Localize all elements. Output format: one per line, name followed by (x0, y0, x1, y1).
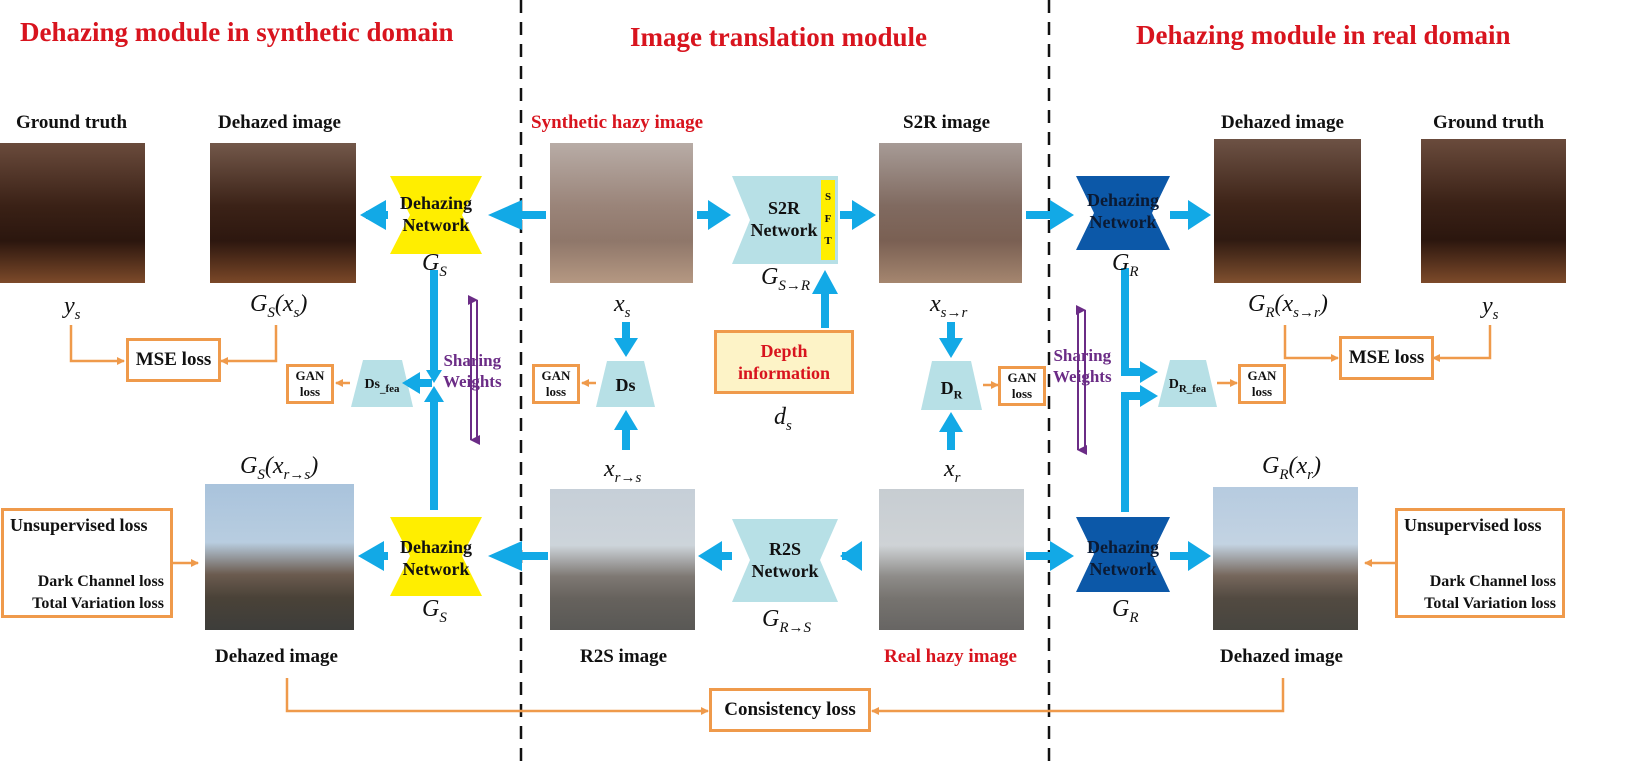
label-sharing-weights-left: Sharing Weights (443, 351, 502, 391)
label-dehazed-bottom-right: Dehazed image (1220, 646, 1343, 667)
label-s2r-network: S2R Network (750, 198, 818, 240)
r2s-image (550, 489, 695, 630)
label-dehazing-network-br: Dehazing Network (1087, 537, 1159, 579)
ground-truth-image-left (0, 143, 145, 283)
dehazing-network-bottom-right (1076, 517, 1170, 592)
label-ground-truth-right: Ground truth (1433, 112, 1545, 133)
math-ys-left: ys (64, 293, 81, 323)
label-dr-fea: DR_fea (1168, 377, 1207, 395)
math-ds: ds (774, 404, 792, 434)
mse-loss-left: MSE loss (126, 338, 221, 382)
total-variation-left: Total Variation loss (32, 595, 164, 612)
sft-block (821, 180, 835, 260)
section-title-translation: Image translation module (630, 22, 927, 52)
unsupervised-title-right: Unsupervised loss (1404, 515, 1542, 535)
dark-channel-right: Dark Channel loss (1429, 573, 1556, 590)
ground-truth-image-right (1421, 139, 1566, 283)
mse-loss-right: MSE loss (1339, 336, 1434, 380)
label-dr: DR (940, 378, 963, 402)
dehazing-network-bottom-left (390, 517, 482, 596)
depth-information-box: Depth information (714, 330, 854, 394)
math-gr-xr: GR(xr) (1262, 453, 1322, 483)
math-grs: GR→S (762, 606, 812, 636)
label-ds: Ds (615, 375, 636, 395)
s2r-image (879, 143, 1022, 283)
label-ground-truth-left: Ground truth (16, 112, 128, 133)
dehazing-network-top-right (1076, 176, 1170, 250)
unsupervised-loss-left: Unsupervised loss Dark Channel loss Tota… (1, 508, 173, 618)
math-gs-bottom: GS (422, 596, 447, 626)
label-real-hazy: Real hazy image (884, 646, 1017, 667)
gan-loss-dr: GAN loss (998, 366, 1046, 406)
unsupervised-loss-right: Unsupervised loss Dark Channel loss Tota… (1395, 508, 1565, 618)
discriminator-ds (596, 361, 655, 407)
section-title-real: Dehazing module in real domain (1136, 20, 1511, 50)
total-variation-right: Total Variation loss (1424, 595, 1556, 612)
gan-loss-ds-fea: GAN loss (286, 364, 334, 404)
consistency-loss-box: Consistency loss (709, 688, 871, 732)
label-s2r-image: S2R image (903, 112, 991, 133)
label-r2s-network: R2S Network (751, 539, 819, 581)
label-dehazed-top-left: Dehazed image (218, 112, 341, 133)
label-synthetic-hazy: Synthetic hazy image (531, 112, 704, 133)
label-dehazing-network-bl: Dehazing Network (400, 537, 472, 579)
discriminator-dr (921, 361, 982, 410)
math-xr: xr (944, 456, 961, 486)
dehazed-image-bottom-left (205, 484, 354, 630)
math-gs-xrs: GS(xr→s) (240, 453, 319, 483)
math-gr-top: GR (1112, 250, 1139, 280)
synthetic-hazy-image (550, 143, 693, 283)
label-dehazing-network-tr: Dehazing Network (1087, 190, 1159, 232)
math-gsr: GS→R (761, 264, 811, 294)
math-ys-right: ys (1482, 293, 1499, 323)
math-gr-bottom: GR (1112, 596, 1139, 626)
dehazed-image-bottom-right (1213, 487, 1358, 630)
sharing-arrows (468, 295, 1087, 455)
label-dehazed-bottom-left: Dehazed image (215, 646, 338, 667)
math-xsr: xs→r (930, 291, 968, 321)
math-xrs: xr→s (604, 456, 642, 486)
blue-arrows (358, 200, 1211, 571)
label-dehazing-network-tl: Dehazing Network (400, 193, 472, 235)
r2s-network (732, 519, 838, 602)
gan-loss-dr-fea: GAN loss (1238, 364, 1286, 404)
real-hazy-image (879, 489, 1024, 630)
math-gs-top: GS (422, 250, 447, 280)
label-r2s-image: R2S image (580, 646, 668, 667)
dehazed-image-top-right (1214, 139, 1361, 283)
discriminator-ds-fea (351, 360, 413, 407)
unsupervised-title-left: Unsupervised loss (10, 515, 148, 535)
dark-channel-left: Dark Channel loss (37, 573, 164, 590)
s2r-network (732, 176, 838, 264)
label-sft: S F T (824, 191, 832, 247)
label-dehazed-top-right: Dehazed image (1221, 112, 1344, 133)
math-xs: xs (614, 291, 631, 321)
orange-wires (69, 325, 1492, 715)
label-sharing-weights-right: Sharing Weights (1053, 346, 1112, 386)
dehazing-network-top-left (390, 176, 482, 254)
discriminator-dr-fea (1158, 360, 1217, 407)
math-gs-xs: GS(xs) (250, 291, 308, 321)
label-ds-fea: Ds_fea (364, 377, 400, 395)
section-title-synthetic: Dehazing module in synthetic domain (20, 17, 454, 47)
math-gr-xsr: GR(xs→r) (1248, 291, 1328, 321)
dehazed-image-top-left (210, 143, 356, 283)
gan-loss-ds: GAN loss (532, 364, 580, 404)
